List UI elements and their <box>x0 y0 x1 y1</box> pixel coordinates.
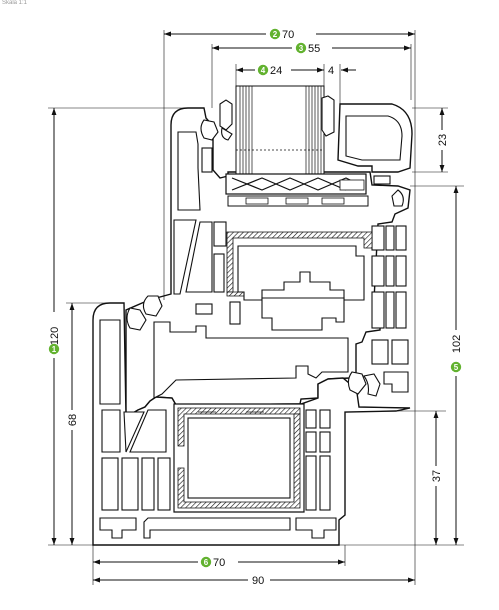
sash-inner-cavity <box>153 321 349 399</box>
dimension-value: 68 <box>67 414 79 426</box>
dimension-value: 23 <box>437 134 449 146</box>
dimension-value: 70 <box>282 29 294 41</box>
dimension-badge-number: 5 <box>454 363 459 372</box>
dimension-value: 4 <box>328 65 334 77</box>
dimension-labels: 2 70 3 55 4 24 4 120 1 68 23 102 5 37 <box>47 27 463 587</box>
dimension-value: 70 <box>213 557 225 569</box>
glass-spacer <box>225 173 369 207</box>
dimension-value: 102 <box>451 335 463 353</box>
dimension-badge-number: 2 <box>273 30 278 39</box>
frame-steel-reinforcement <box>173 403 305 513</box>
hardware-groove <box>195 245 365 331</box>
dimension-value: 37 <box>431 470 443 482</box>
dimension-badge <box>269 28 281 40</box>
dimension-value: 120 <box>49 327 61 345</box>
dimension-badge <box>200 556 212 568</box>
gaskets <box>126 95 404 397</box>
dimension-value: 24 <box>270 65 282 77</box>
glazing-unit <box>235 85 325 175</box>
dimension-badge <box>257 64 269 76</box>
dimension-badge <box>295 42 307 54</box>
sash-chambers <box>173 131 409 393</box>
profile-section <box>92 85 413 546</box>
dimension-badge-number: 3 <box>299 44 304 53</box>
dimension-badge <box>48 343 60 355</box>
dimension-value: 55 <box>308 43 320 55</box>
dimension-value: 90 <box>252 575 264 587</box>
dimension-badge-number: 6 <box>204 558 209 567</box>
dimension-badge <box>450 361 462 373</box>
dimension-badge-number: 4 <box>261 66 266 75</box>
frame-chambers <box>99 319 337 539</box>
dimension-badge-number: 1 <box>52 345 57 354</box>
scale-label: Skala 1:1 <box>2 0 28 6</box>
